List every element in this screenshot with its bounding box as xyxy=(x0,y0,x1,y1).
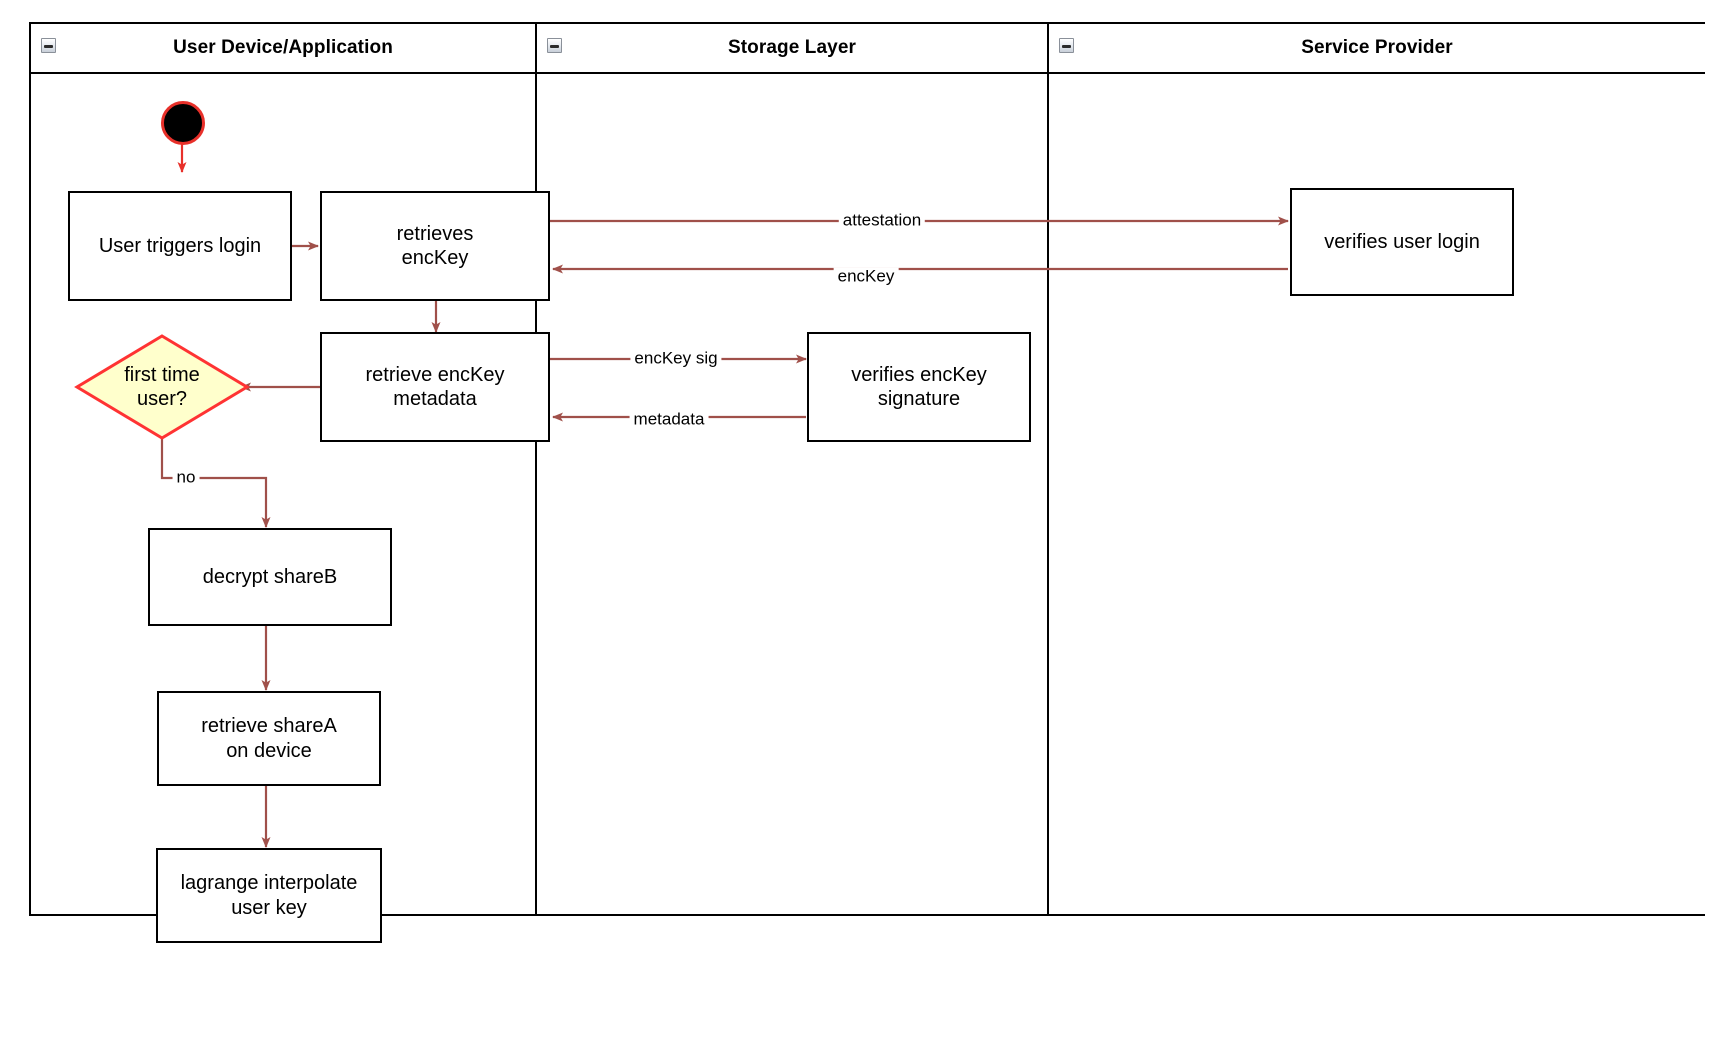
edge-label-enckey: encKey xyxy=(833,267,899,287)
lane-title-storage-layer: Storage Layer xyxy=(727,37,857,58)
collapse-minus-icon[interactable] xyxy=(1059,38,1074,53)
start-node[interactable] xyxy=(161,101,205,145)
lane-header-user-device: User Device/Application xyxy=(31,24,535,74)
node-retrieve-sharea[interactable]: retrieve shareA on device xyxy=(157,691,381,786)
lane-service-provider: Service Provider xyxy=(1047,24,1705,914)
lane-storage-layer: Storage Layer xyxy=(535,24,1047,914)
node-decrypt-shareb[interactable]: decrypt shareB xyxy=(148,528,392,626)
lane-title-user-device: User Device/Application xyxy=(173,37,393,58)
lane-user-device: User Device/Application xyxy=(31,24,535,914)
node-user-triggers-login[interactable]: User triggers login xyxy=(68,191,292,301)
node-verifies-enckey-signature[interactable]: verifies encKey signature xyxy=(807,332,1031,442)
edge-label-metadata: metadata xyxy=(629,410,709,430)
edge-label-no: no xyxy=(172,468,200,488)
node-lagrange-interpolate[interactable]: lagrange interpolate user key xyxy=(156,848,382,943)
lane-title-service-provider: Service Provider xyxy=(1301,37,1453,58)
node-verifies-user-login[interactable]: verifies user login xyxy=(1290,188,1514,296)
node-retrieves-enckey[interactable]: retrieves encKey xyxy=(320,191,550,301)
lane-header-storage-layer: Storage Layer xyxy=(537,24,1047,74)
node-first-time-user-label: first time user? xyxy=(124,364,200,410)
lane-header-service-provider: Service Provider xyxy=(1049,24,1705,74)
swimlane-pool: User Device/Application Storage Layer Se… xyxy=(29,22,1705,916)
node-retrieve-enckey-metadata[interactable]: retrieve encKey metadata xyxy=(320,332,550,442)
node-first-time-user[interactable]: first time user? xyxy=(74,333,250,441)
edge-label-enckey-sig: encKey sig xyxy=(630,349,722,369)
collapse-minus-icon[interactable] xyxy=(547,38,562,53)
collapse-minus-icon[interactable] xyxy=(41,38,56,53)
edge-label-attestation: attestation xyxy=(838,211,926,231)
